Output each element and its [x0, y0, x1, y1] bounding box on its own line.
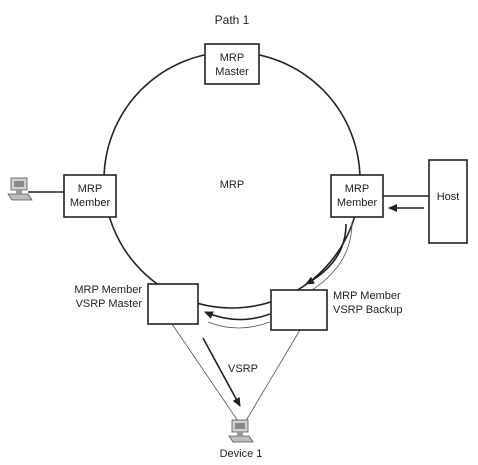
computer-icon	[228, 419, 254, 443]
vsrp-master-node	[147, 283, 199, 325]
host-label: Host	[437, 191, 460, 203]
mrp-member-right-label-2: Member	[337, 197, 378, 209]
mrp-master-label-2: Master	[215, 66, 249, 78]
vsrp-backup-label-1: MRP Member	[333, 290, 401, 302]
mrp-member-left-label-1: MRP	[78, 183, 102, 195]
vsrp-label: VSRP	[228, 363, 258, 375]
vsrp-backup-node	[270, 289, 328, 331]
mrp-member-left-node: MRP Member	[63, 174, 117, 218]
traffic-arrow-bottom-parallel	[207, 321, 271, 329]
mrp-member-left-label-2: Member	[70, 197, 111, 209]
vsrp-master-label-2: VSRP Master	[76, 298, 143, 310]
vsrp-arrow	[202, 337, 241, 407]
mrp-member-right-node: MRP Member	[330, 174, 384, 218]
link-master-device	[171, 323, 241, 425]
device-label: Device 1	[220, 448, 263, 460]
mrp-member-right-label-1: MRP	[345, 183, 369, 195]
host-node: Host	[428, 159, 468, 244]
link-backup-device	[243, 329, 301, 425]
mrp-master-node: MRP Master	[204, 43, 260, 85]
vsrp-backup-label-2: VSRP Backup	[333, 304, 403, 316]
traffic-arrow-right-parallel	[311, 221, 353, 291]
ring-label: MRP	[220, 179, 244, 191]
computer-icon	[7, 177, 33, 201]
traffic-arrow-right	[305, 223, 347, 285]
mrp-master-label-1: MRP	[220, 52, 244, 64]
traffic-arrow-bottom	[204, 311, 271, 321]
vsrp-master-label-1: MRP Member	[74, 284, 142, 296]
path-label: Path 1	[215, 13, 250, 27]
